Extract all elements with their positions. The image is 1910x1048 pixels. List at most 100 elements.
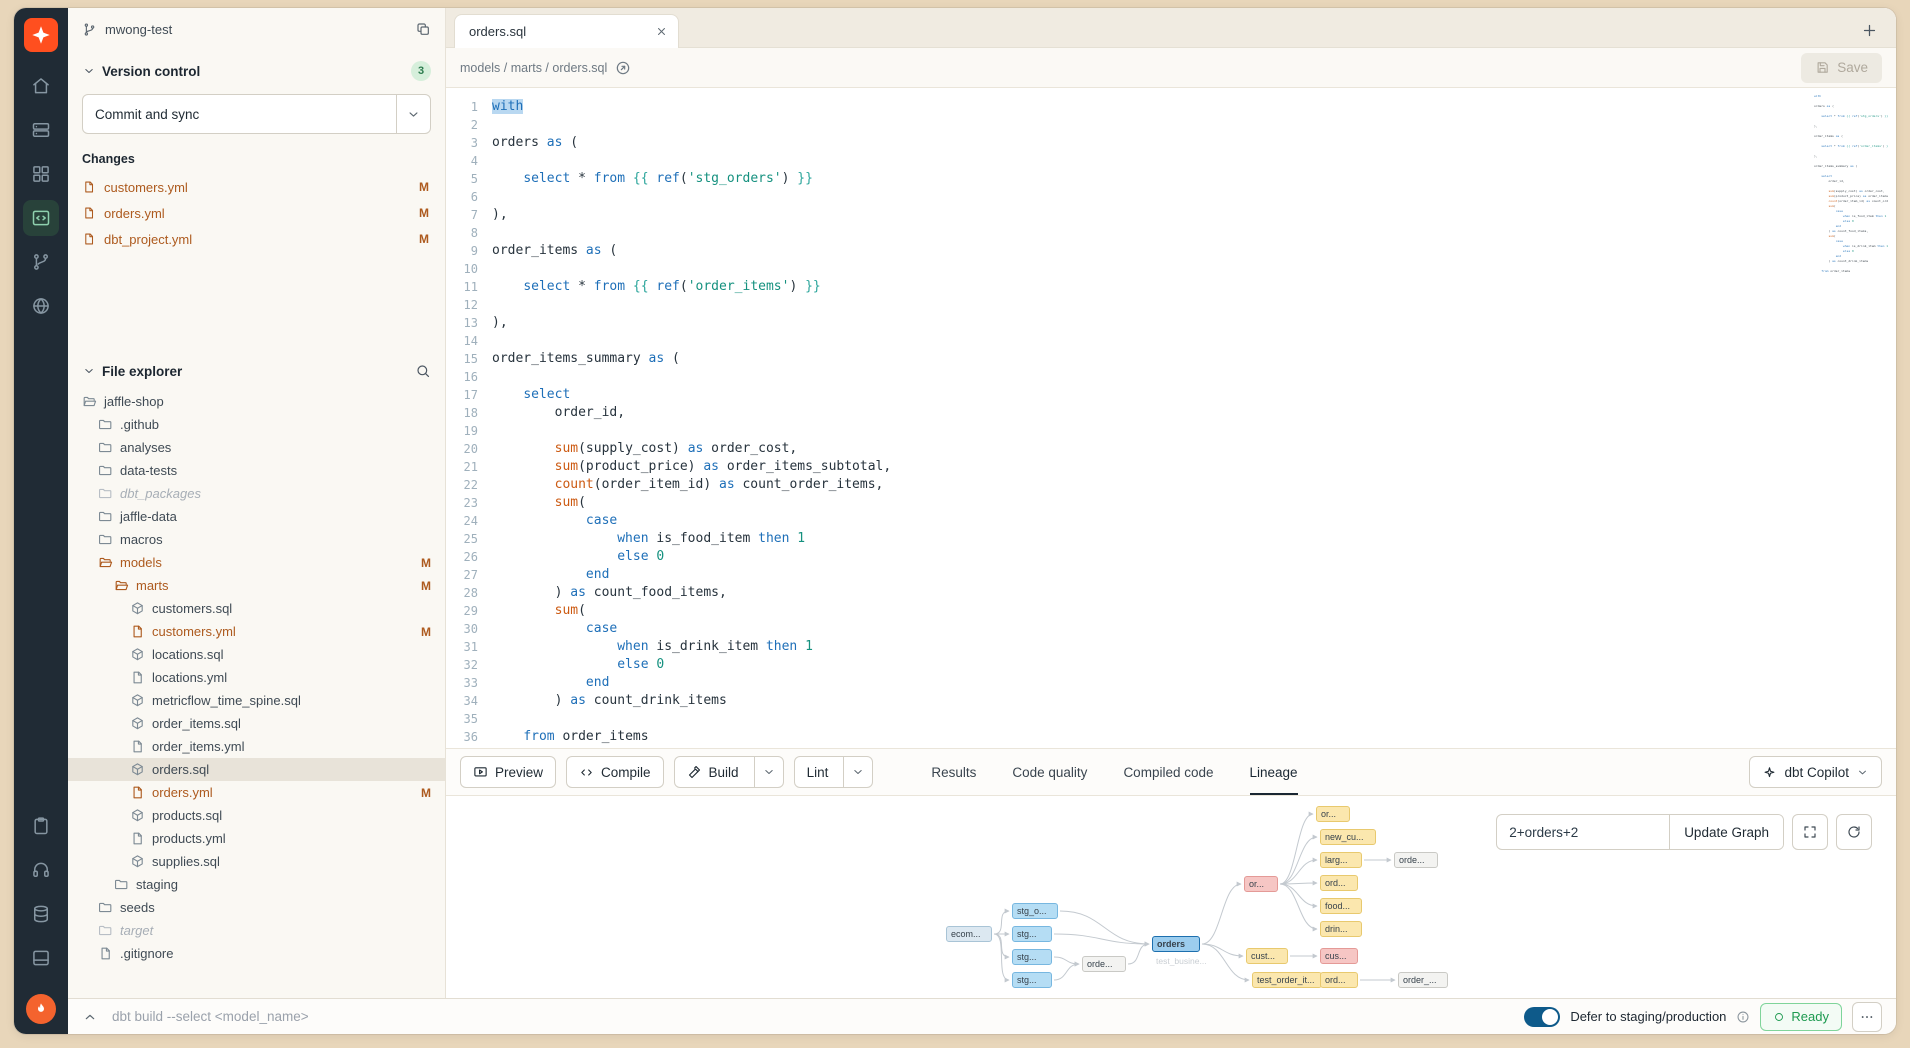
- lineage-node-orders[interactable]: orders: [1152, 936, 1200, 952]
- defer-toggle[interactable]: [1524, 1007, 1560, 1027]
- lineage-graph[interactable]: ecom... stg_o... stg... stg... stg... orde...…: [446, 796, 1546, 998]
- nav-data[interactable]: [23, 896, 59, 932]
- code-area[interactable]: 1with23orders as (45 select * from {{ re…: [446, 88, 1896, 748]
- lineage-node-larg[interactable]: larg...: [1320, 852, 1362, 868]
- tree-item-dbt_packages[interactable]: dbt_packages: [68, 482, 445, 505]
- tree-item-target[interactable]: target: [68, 919, 445, 942]
- code-line-27: 27 end: [446, 566, 1896, 584]
- lineage-node-ecom[interactable]: ecom...: [946, 926, 992, 942]
- code-editor[interactable]: 1with23orders as (45 select * from {{ re…: [446, 88, 1896, 748]
- dbt-logo[interactable]: [24, 18, 58, 52]
- tree-item-order_items.sql[interactable]: order_items.sql: [68, 712, 445, 735]
- lineage-node-food[interactable]: food...: [1320, 898, 1362, 914]
- lineage-node-or[interactable]: or...: [1316, 806, 1350, 822]
- tree-item-seeds[interactable]: seeds: [68, 896, 445, 919]
- lineage-node-stg[interactable]: stg...: [1012, 926, 1052, 942]
- tree-item-marts[interactable]: martsM: [68, 574, 445, 597]
- tree-item-locations.sql[interactable]: locations.sql: [68, 643, 445, 666]
- changed-file-dbt_project.yml[interactable]: dbt_project.ymlM: [82, 226, 431, 252]
- tree-item-metricflow_time_spine.sql[interactable]: metricflow_time_spine.sql: [68, 689, 445, 712]
- tree-item-customers.yml[interactable]: customers.ymlM: [68, 620, 445, 643]
- commit-dropdown-toggle[interactable]: [396, 95, 430, 133]
- open-link-icon[interactable]: [615, 60, 631, 76]
- lineage-node-drin[interactable]: drin...: [1320, 921, 1362, 937]
- commit-and-sync-button[interactable]: Commit and sync: [82, 94, 431, 134]
- close-tab-icon[interactable]: [655, 25, 668, 38]
- tree-item-analyses[interactable]: analyses: [68, 436, 445, 459]
- tree-item-jaffle-data[interactable]: jaffle-data: [68, 505, 445, 528]
- refresh-button[interactable]: [1836, 814, 1872, 850]
- version-control-header[interactable]: Version control 3: [82, 56, 431, 86]
- tab-results[interactable]: Results: [931, 749, 976, 795]
- lineage-node-orde[interactable]: orde...: [1082, 956, 1126, 972]
- tree-item-orders.sql[interactable]: orders.sql: [68, 758, 445, 781]
- new-tab-button[interactable]: [1861, 22, 1878, 39]
- lineage-node-cus[interactable]: cus...: [1320, 948, 1358, 964]
- tree-item-models[interactable]: modelsM: [68, 551, 445, 574]
- dbt-copilot-button[interactable]: dbt Copilot: [1749, 756, 1882, 788]
- copy-icon[interactable]: [415, 21, 431, 37]
- tree-item-jaffle-shop[interactable]: jaffle-shop: [68, 390, 445, 413]
- search-icon[interactable]: [415, 363, 431, 379]
- save-button[interactable]: Save: [1801, 53, 1882, 83]
- more-options-button[interactable]: [1852, 1002, 1882, 1032]
- lineage-node-cust[interactable]: cust...: [1246, 948, 1288, 964]
- nav-panel[interactable]: [23, 940, 59, 976]
- tree-item-products.sql[interactable]: products.sql: [68, 804, 445, 827]
- nav-support[interactable]: [23, 852, 59, 888]
- preview-button[interactable]: Preview: [460, 756, 556, 788]
- lineage-node-new_cu[interactable]: new_cu...: [1320, 829, 1376, 845]
- tab-compiled-code[interactable]: Compiled code: [1123, 749, 1213, 795]
- tree-item-label: products.sql: [152, 808, 222, 823]
- lineage-node-test_order_it[interactable]: test_order_it...: [1252, 972, 1322, 988]
- compile-button[interactable]: Compile: [566, 756, 664, 788]
- tree-item-staging[interactable]: staging: [68, 873, 445, 896]
- lineage-node-ord[interactable]: ord...: [1320, 875, 1358, 891]
- nav-notes[interactable]: [23, 808, 59, 844]
- fullscreen-button[interactable]: [1792, 814, 1828, 850]
- command-input[interactable]: dbt build --select <model_name>: [112, 1009, 309, 1024]
- tree-item-.github[interactable]: .github: [68, 413, 445, 436]
- lineage-selector-input[interactable]: [1497, 815, 1669, 849]
- lineage-node-orde[interactable]: orde...: [1394, 852, 1438, 868]
- lineage-node-stg[interactable]: stg...: [1012, 972, 1052, 988]
- tab-code-quality[interactable]: Code quality: [1012, 749, 1087, 795]
- lint-button[interactable]: Lint: [794, 756, 874, 788]
- tree-item-.gitignore[interactable]: .gitignore: [68, 942, 445, 965]
- ready-status-badge[interactable]: Ready: [1760, 1003, 1842, 1031]
- lineage-node-or[interactable]: or...: [1244, 876, 1278, 892]
- tree-item-supplies.sql[interactable]: supplies.sql: [68, 850, 445, 873]
- lineage-node-ord[interactable]: ord...: [1320, 972, 1358, 988]
- tree-item-products.yml[interactable]: products.yml: [68, 827, 445, 850]
- changed-file-orders.yml[interactable]: orders.ymlM: [82, 200, 431, 226]
- nav-develop[interactable]: [23, 200, 59, 236]
- tab-lineage[interactable]: Lineage: [1250, 749, 1298, 795]
- tab-orders-sql[interactable]: orders.sql: [454, 14, 679, 48]
- info-icon[interactable]: [1736, 1010, 1750, 1024]
- code-line-19: 19: [446, 422, 1896, 440]
- tree-item-order_items.yml[interactable]: order_items.yml: [68, 735, 445, 758]
- nav-apps[interactable]: [23, 156, 59, 192]
- user-avatar[interactable]: [26, 994, 56, 1024]
- file-explorer-header[interactable]: File explorer: [68, 354, 445, 388]
- minimap[interactable]: withorders as ( select * from {{ ref('st…: [1814, 94, 1888, 279]
- lineage-node-stg_o[interactable]: stg_o...: [1012, 903, 1058, 919]
- tree-item-data-tests[interactable]: data-tests: [68, 459, 445, 482]
- nav-branches[interactable]: [23, 244, 59, 280]
- lint-dropdown-toggle[interactable]: [843, 757, 872, 787]
- nav-home[interactable]: [23, 68, 59, 104]
- lineage-node-stg[interactable]: stg...: [1012, 949, 1052, 965]
- tree-item-label: macros: [120, 532, 163, 547]
- update-graph-button[interactable]: Update Graph: [1669, 815, 1783, 849]
- nav-storage[interactable]: [23, 112, 59, 148]
- build-button[interactable]: Build: [674, 756, 784, 788]
- tree-item-customers.sql[interactable]: customers.sql: [68, 597, 445, 620]
- tree-item-macros[interactable]: macros: [68, 528, 445, 551]
- nav-explore[interactable]: [23, 288, 59, 324]
- tree-item-locations.yml[interactable]: locations.yml: [68, 666, 445, 689]
- build-dropdown-toggle[interactable]: [754, 757, 783, 787]
- expand-command-bar-button[interactable]: [82, 1009, 98, 1025]
- tree-item-orders.yml[interactable]: orders.ymlM: [68, 781, 445, 804]
- lineage-node-order_[interactable]: order_...: [1398, 972, 1448, 988]
- changed-file-customers.yml[interactable]: customers.ymlM: [82, 174, 431, 200]
